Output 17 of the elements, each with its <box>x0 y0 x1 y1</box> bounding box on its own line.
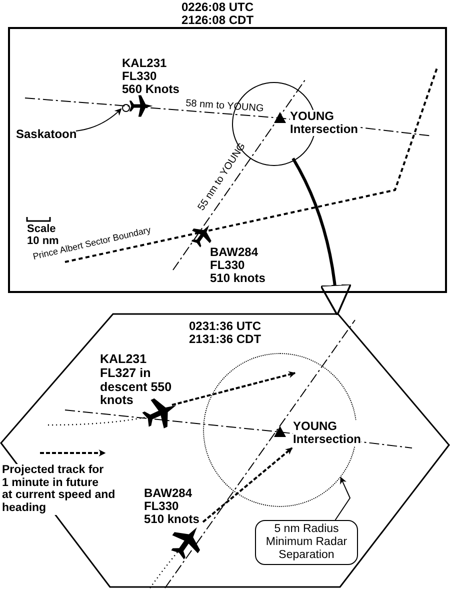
leader-line <box>334 476 351 520</box>
waypoint-label: YOUNG Intersection <box>293 420 362 446</box>
scale-label: Scale 10 nm <box>27 223 59 248</box>
time-heading: 0231:36 UTC 2131:36 CDT <box>188 320 262 346</box>
aircraft-label: BAW284 FL330 510 knots <box>144 487 200 527</box>
aircraft-label: KAL231 FL327 in descent 550 knots <box>100 353 172 408</box>
location-marker <box>122 104 130 112</box>
distance-label: 58 nm to YOUNG <box>185 98 264 114</box>
aircraft-label: BAW284 FL330 510 knots <box>210 246 266 286</box>
place-label: Saskatoon <box>16 127 78 142</box>
leader-line <box>76 108 122 132</box>
time-heading: 0226:08 UTC 2126:08 CDT <box>181 1 254 26</box>
waypoint-label: YOUNG Intersection <box>290 110 358 136</box>
aircraft-label: KAL231 FL330 560 Knots <box>122 57 180 97</box>
callout-box: 5 nm Radius Minimum Radar Separation <box>255 520 358 565</box>
transition-arrow <box>292 158 352 316</box>
legend-text: Projected track for 1 minute in future at current speed and heading <box>2 464 116 515</box>
